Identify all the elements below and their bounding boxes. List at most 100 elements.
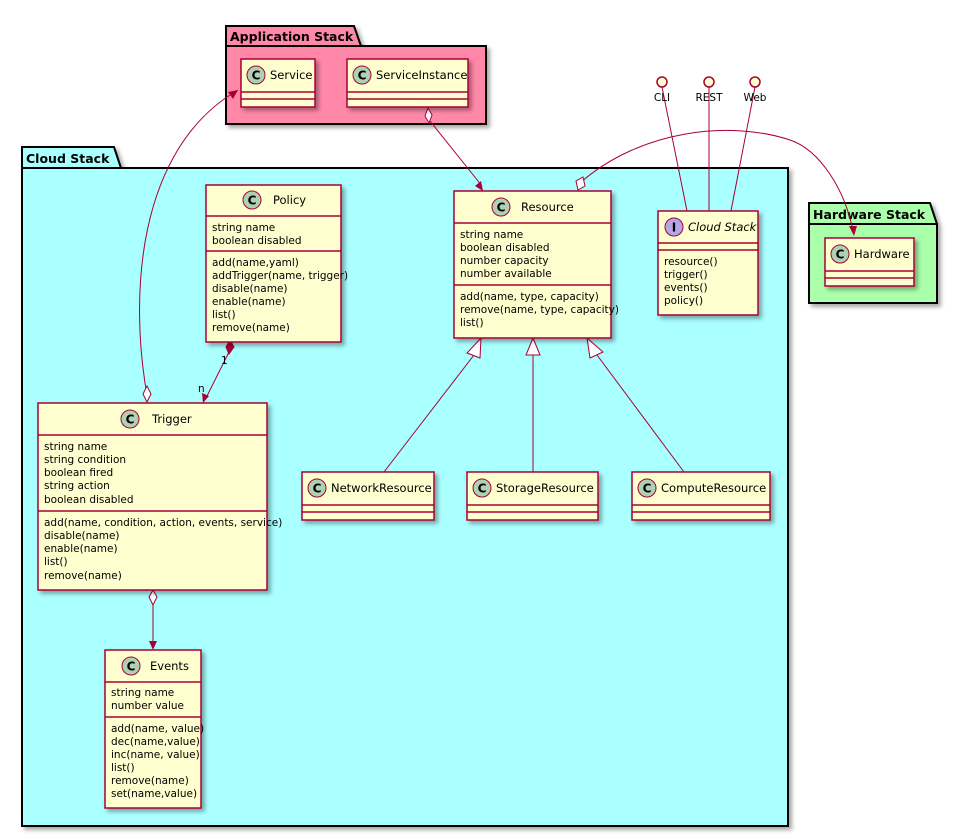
class-events-attribute: string name xyxy=(111,687,174,699)
class-trigger-attribute: string condition xyxy=(44,454,126,466)
interface-cloud-stack-method: events() xyxy=(664,282,708,294)
class-events-method: list() xyxy=(111,762,135,774)
class-circle-icon xyxy=(120,409,140,429)
aggregation-diamond-icon xyxy=(424,106,433,125)
cli-link xyxy=(661,86,688,212)
policy-trigger-link xyxy=(205,351,230,399)
class-stereotype-letter: C xyxy=(497,201,506,215)
class-policy-method: list() xyxy=(212,309,236,321)
class-resource-method: add(name, type, capacity) xyxy=(460,291,599,303)
class-circle-icon xyxy=(491,197,511,217)
class-trigger-attribute: string name xyxy=(44,441,107,453)
interface-cloud-stack-name: Cloud Stack xyxy=(688,220,758,234)
interface-web: Web xyxy=(744,76,767,104)
class-policy: C Policy string name boolean disabled ad… xyxy=(205,184,348,343)
aggregation-diamond-icon xyxy=(575,176,586,191)
class-trigger-attribute: boolean disabled xyxy=(44,494,134,506)
class-stereotype-letter: C xyxy=(358,69,367,83)
class-network-resource-name: NetworkResource xyxy=(331,481,432,495)
class-events-method: set(name,value) xyxy=(111,788,197,800)
arrow-head-icon xyxy=(149,641,157,650)
web-link xyxy=(730,86,756,212)
class-trigger: C Trigger string name string condition b… xyxy=(37,402,282,591)
interface-cloud-stack-method: trigger() xyxy=(664,269,708,281)
class-service-instance: C ServiceInstance xyxy=(346,58,469,108)
trigger-service-link xyxy=(139,89,239,396)
class-resource-attribute: number available xyxy=(460,268,552,280)
arrow-head-icon xyxy=(202,393,209,403)
multiplicity-n: n xyxy=(198,383,205,395)
class-events-method: add(name, value) xyxy=(111,723,204,735)
class-policy-name: Policy xyxy=(273,193,306,207)
class-policy-method: disable(name) xyxy=(212,283,288,295)
class-trigger-method: remove(name) xyxy=(44,570,122,582)
interface-cloud-stack-method: resource() xyxy=(664,256,718,268)
arrow-head-icon xyxy=(849,226,857,236)
class-stereotype-letter: C xyxy=(248,194,257,208)
class-circle-icon xyxy=(352,65,372,85)
class-events-name: Events xyxy=(150,659,189,673)
class-trigger-method: list() xyxy=(44,556,68,568)
lollipop-icon xyxy=(703,76,715,88)
class-circle-icon xyxy=(121,656,141,676)
class-service-name: Service xyxy=(270,68,313,82)
interface-cli-label: CLI xyxy=(654,92,670,104)
class-stereotype-letter: C xyxy=(127,660,136,674)
lollipop-icon xyxy=(656,76,668,88)
package-application-stack-title: Application Stack xyxy=(230,29,354,44)
class-circle-icon xyxy=(242,190,262,210)
class-events-method: inc(name, value) xyxy=(111,749,200,761)
class-trigger-name: Trigger xyxy=(151,412,192,426)
relationships: Resource --> Hardware --> Trigger (compo… xyxy=(139,86,857,650)
class-events-attribute: number value xyxy=(111,700,184,712)
class-events-method: dec(name,value) xyxy=(111,736,200,748)
class-service-instance-name: ServiceInstance xyxy=(376,68,467,82)
class-compute-resource: C ComputeResource xyxy=(631,471,771,521)
interface-cloud-stack-method: policy() xyxy=(664,295,703,307)
serviceinstance-resource-link xyxy=(429,120,483,187)
class-network-resource: C NetworkResource xyxy=(301,471,435,521)
arrow-head-icon xyxy=(228,90,238,99)
interface-web-label: Web xyxy=(744,92,767,104)
class-policy-method: remove(name) xyxy=(212,322,290,334)
class-stereotype-letter: C xyxy=(252,69,261,83)
class-stereotype-letter: C xyxy=(836,248,845,262)
inheritance-triangle-icon xyxy=(466,336,482,359)
class-stereotype-letter: C xyxy=(478,482,487,496)
network-resource-inheritance xyxy=(383,354,475,473)
class-storage-resource-name: StorageResource xyxy=(496,481,594,495)
class-policy-attribute: string name xyxy=(212,222,275,234)
package-cloud-stack-title: Cloud Stack xyxy=(26,151,110,166)
class-stereotype-letter: C xyxy=(126,413,135,427)
class-resource: C Resource string name boolean disabled … xyxy=(453,190,619,339)
class-circle-icon xyxy=(472,478,492,498)
arrow-head-icon xyxy=(475,181,483,191)
class-trigger-method: add(name, condition, action, events, ser… xyxy=(44,517,282,529)
class-trigger-attribute: string action xyxy=(44,480,110,492)
inheritance-triangle-icon xyxy=(525,336,541,356)
class-resource-attribute: boolean disabled xyxy=(460,242,550,254)
class-resource-attribute: string name xyxy=(460,229,523,241)
class-events: C Events string name number value add(na… xyxy=(104,649,204,809)
class-resource-method: list() xyxy=(460,317,484,329)
class-events-method: remove(name) xyxy=(111,775,189,787)
class-policy-attribute: boolean disabled xyxy=(212,235,302,247)
class-trigger-attribute: boolean fired xyxy=(44,467,113,479)
class-policy-method: enable(name) xyxy=(212,296,286,308)
package-hardware-stack-title: Hardware Stack xyxy=(813,207,926,222)
interface-cli: CLI xyxy=(654,76,670,104)
interface-rest: REST xyxy=(695,76,723,104)
class-hardware-name: Hardware xyxy=(854,247,910,261)
composition-diamond-icon xyxy=(225,338,235,356)
class-circle-icon xyxy=(246,65,266,85)
resource-hardware-link xyxy=(579,129,854,232)
class-hardware: C Hardware xyxy=(824,237,915,287)
interface-class-cloud-stack: I Cloud Stack resource() trigger() event… xyxy=(657,210,759,316)
aggregation-diamond-icon xyxy=(148,588,158,607)
aggregation-diamond-icon xyxy=(142,384,152,404)
class-resource-attribute: number capacity xyxy=(460,255,549,267)
class-circle-icon xyxy=(307,478,327,498)
interface-circle-icon xyxy=(664,217,684,237)
multiplicity-one: 1 xyxy=(221,355,228,367)
class-trigger-method: disable(name) xyxy=(44,530,120,542)
